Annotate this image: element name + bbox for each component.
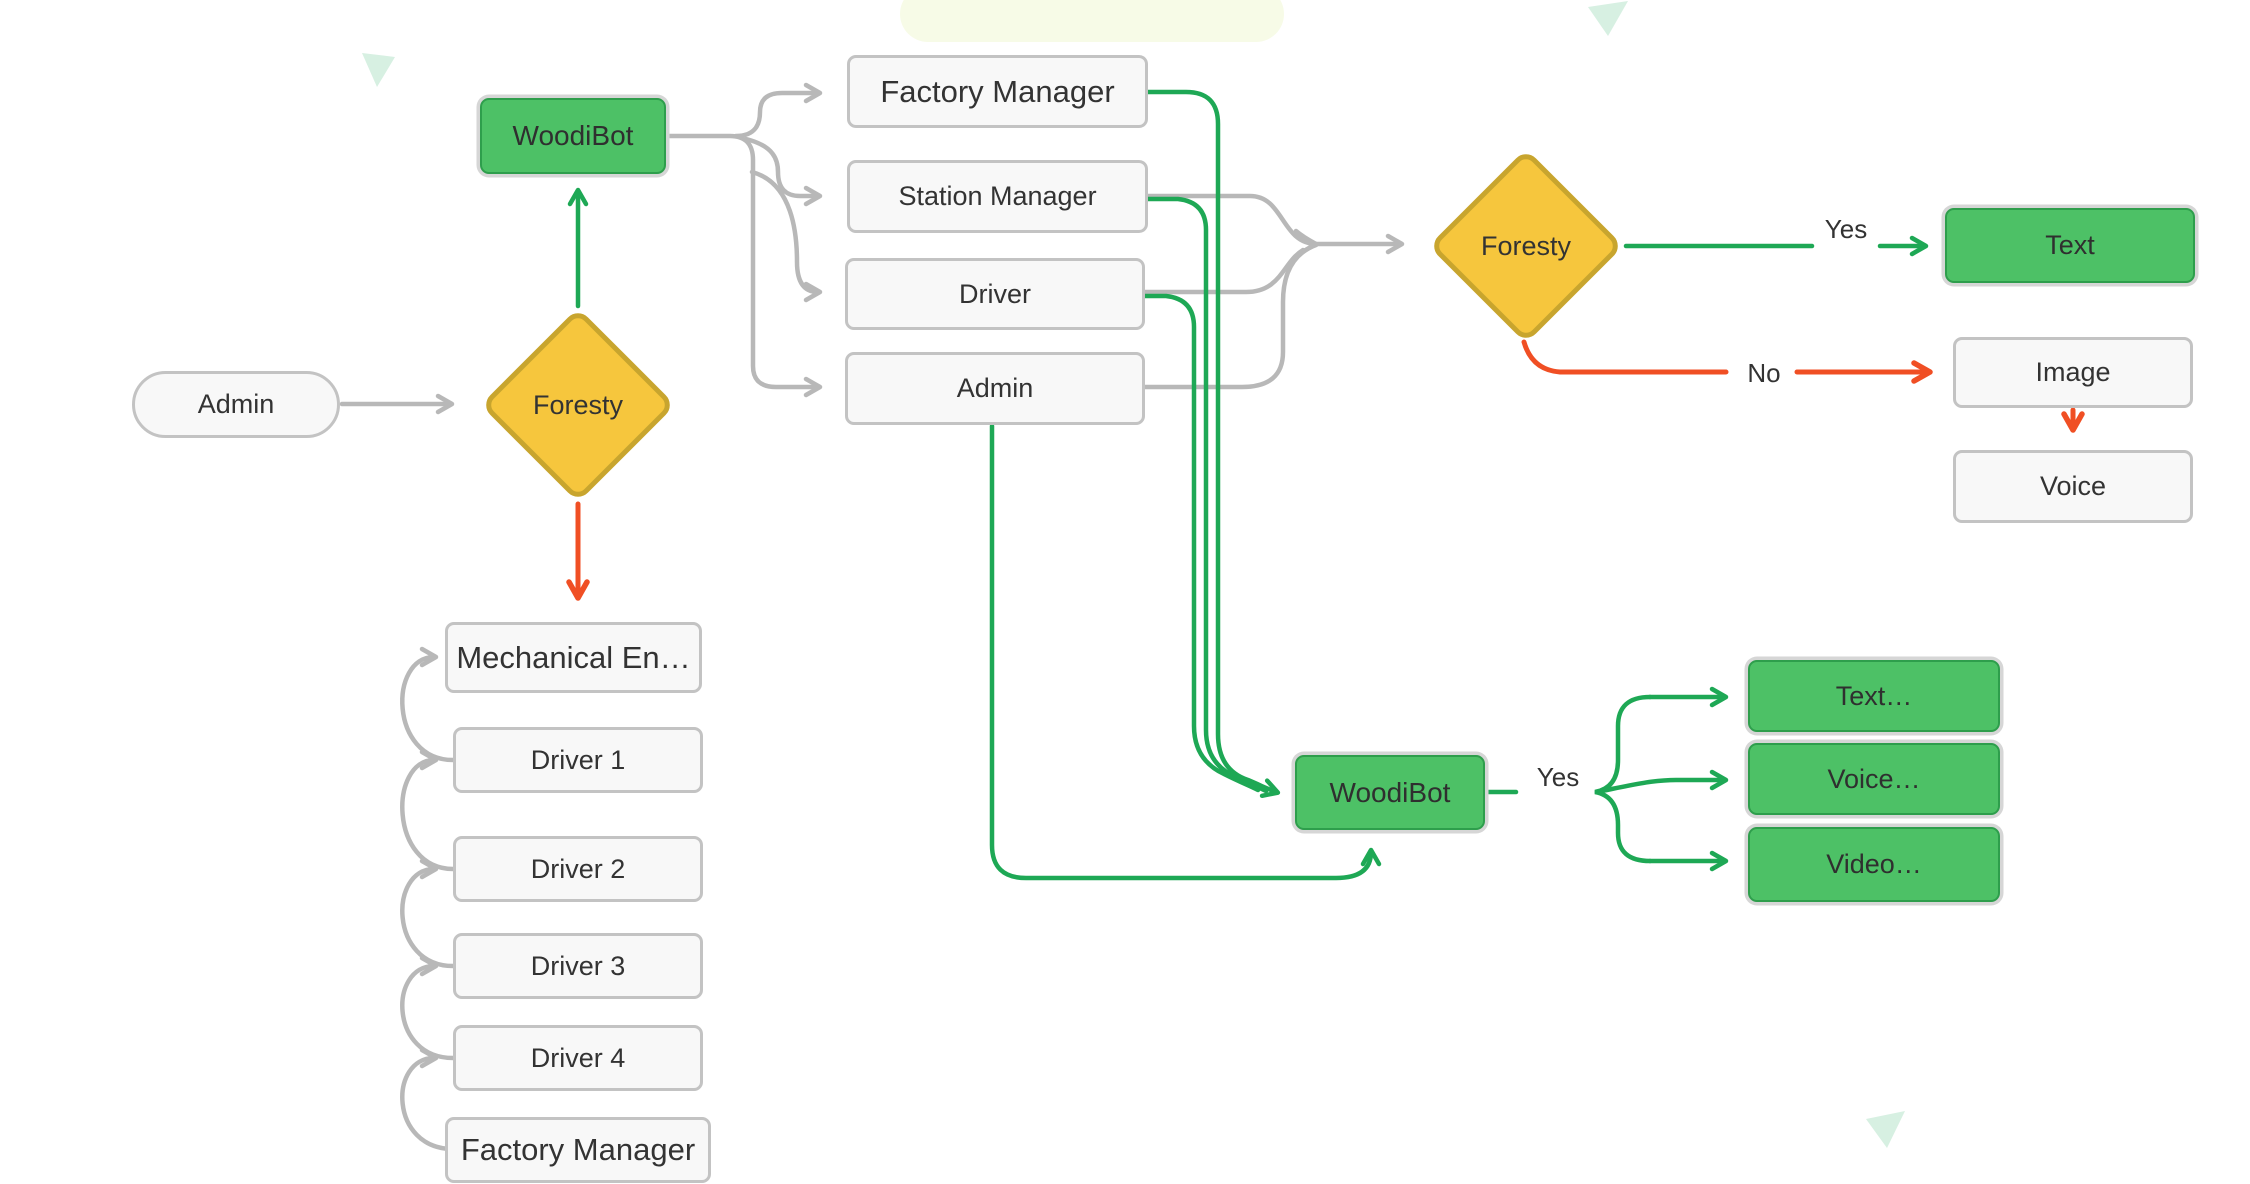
edge-driver-to-merge bbox=[1142, 247, 1306, 295]
node-factory-manager-label: Factory Manager bbox=[880, 73, 1115, 109]
node-station-manager[interactable]: Station Manager bbox=[847, 160, 1148, 233]
node-foresty-left-label: Foresty bbox=[532, 389, 624, 420]
node-text-out[interactable]: Text bbox=[1945, 208, 2195, 283]
node-image-out[interactable]: Image bbox=[1953, 337, 2193, 408]
edge-admin-mid-to-merge bbox=[1142, 242, 1319, 390]
decorative-triangle-top-right bbox=[1588, 1, 1628, 36]
node-driver-3[interactable]: Driver 3 bbox=[453, 933, 703, 999]
node-driver-4[interactable]: Driver 4 bbox=[453, 1025, 703, 1091]
node-driver[interactable]: Driver bbox=[845, 258, 1145, 330]
node-voice-out-label: Voice bbox=[2039, 471, 2107, 501]
node-admin-start[interactable]: Admin bbox=[132, 371, 340, 438]
edge-brace bbox=[1594, 694, 1653, 864]
node-video-multi[interactable]: Video… bbox=[1748, 827, 2000, 902]
node-voice-out[interactable]: Voice bbox=[1953, 450, 2193, 523]
node-driver-1[interactable]: Driver 1 bbox=[453, 727, 703, 793]
node-woodibot-top[interactable]: WoodiBot bbox=[480, 98, 666, 174]
node-driver-label: Driver bbox=[959, 278, 1031, 309]
node-driver-4-label: Driver 4 bbox=[530, 1042, 626, 1073]
node-mechanical-engineer-label: Mechanical En… bbox=[456, 639, 691, 675]
edge-fan-to-station-manager bbox=[743, 136, 823, 207]
node-text-out-label: Text bbox=[2045, 230, 2095, 260]
node-driver-1-label: Driver 1 bbox=[530, 744, 626, 775]
node-driver-2[interactable]: Driver 2 bbox=[453, 836, 703, 902]
node-voice-multi-label: Voice… bbox=[1827, 763, 1921, 794]
node-station-manager-label: Station Manager bbox=[898, 181, 1097, 211]
edge-admin-mid-to-woodibot2-bottom bbox=[989, 423, 1382, 881]
node-woodibot-bottom-label: WoodiBot bbox=[1329, 776, 1451, 808]
node-video-multi-label: Video… bbox=[1826, 849, 1922, 879]
node-factory-manager-bottom-label: Factory Manager bbox=[460, 1132, 696, 1167]
node-woodibot-bottom[interactable]: WoodiBot bbox=[1295, 755, 1485, 830]
edge-chain-factorymgr-to-driver4 bbox=[400, 1047, 456, 1152]
edge-chain-driver3-to-driver2 bbox=[400, 858, 456, 969]
edge-chain-driver2-to-driver1 bbox=[400, 749, 456, 872]
edge-fan-to-factory-manager bbox=[733, 82, 823, 139]
decorative-triangle-bottom-right bbox=[1866, 1111, 1905, 1148]
node-factory-manager[interactable]: Factory Manager bbox=[847, 55, 1148, 128]
edge-fan-to-driver bbox=[749, 169, 823, 303]
node-mechanical-engineer[interactable]: Mechanical En… bbox=[445, 622, 702, 693]
edge-driver-to-woodibot2 bbox=[1142, 293, 1261, 793]
node-text-multi-label: Text… bbox=[1835, 680, 1913, 711]
node-image-out-label: Image bbox=[2035, 357, 2111, 387]
edge-station-manager-to-merge bbox=[1145, 193, 1319, 247]
node-admin-start-label: Admin bbox=[197, 389, 275, 419]
label-no-right: No bbox=[1747, 357, 1781, 388]
node-foresty-right[interactable]: Foresty bbox=[1428, 148, 1624, 344]
node-text-multi[interactable]: Text… bbox=[1748, 660, 2000, 732]
edge-brace-to-voice-multi bbox=[1594, 769, 1729, 795]
edge-station-manager-to-woodibot2 bbox=[1145, 196, 1269, 794]
node-factory-manager-bottom[interactable]: Factory Manager bbox=[445, 1117, 711, 1183]
node-woodibot-top-label: WoodiBot bbox=[512, 120, 634, 151]
label-yes-bottom: Yes bbox=[1536, 761, 1580, 792]
decorative-blob bbox=[900, 0, 1284, 42]
node-voice-multi[interactable]: Voice… bbox=[1748, 743, 2000, 815]
node-driver-3-label: Driver 3 bbox=[530, 950, 626, 981]
node-foresty-right-label: Foresty bbox=[1480, 230, 1572, 261]
decorative-triangle-top-left bbox=[362, 53, 395, 87]
node-foresty-left[interactable]: Foresty bbox=[480, 307, 676, 503]
edge-foresty2-no-elbow bbox=[1521, 339, 1729, 375]
label-yes-right: Yes bbox=[1824, 213, 1868, 244]
edge-factory-manager-to-woodibot2 bbox=[1145, 89, 1281, 799]
edge-chain-driver4-to-driver3 bbox=[400, 955, 456, 1061]
node-admin-mid-label: Admin bbox=[956, 373, 1034, 403]
node-admin-mid[interactable]: Admin bbox=[845, 352, 1145, 425]
node-driver-2-label: Driver 2 bbox=[530, 853, 626, 884]
edge-merge-pinch-lower bbox=[1293, 241, 1319, 260]
edge-chain-driver1-to-mechanical bbox=[400, 646, 456, 763]
